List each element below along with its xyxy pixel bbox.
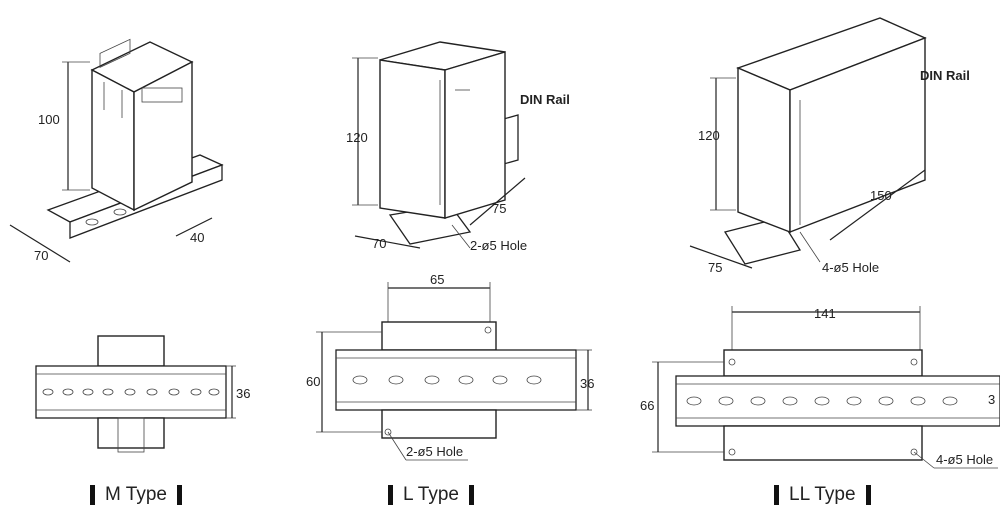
ll-width-label: 75 [708,260,722,275]
m-type-caption-text: M Type [105,484,167,505]
m-type-isometric [9,38,224,263]
l-width-label: 70 [372,236,386,251]
m-rail-width-label: 36 [236,386,250,401]
caption-bar-right [176,485,182,505]
ll-type-top-view [652,306,1000,469]
ll-hole-label: 4-ø5 Hole [822,260,879,275]
l-overall-label: 60 [306,374,320,389]
ll-type-caption: LL Type [774,482,871,508]
caption-bar-right [865,485,871,505]
l-hole-label: 2-ø5 Hole [470,238,527,253]
l-depth-label: 75 [492,201,506,216]
l-hole-bottom-label: 2-ø5 Hole [406,444,463,459]
caption-bar-left [774,485,779,505]
caption-bar-left [388,485,393,505]
ll-hole-bottom-label: 4-ø5 Hole [936,452,993,467]
caption-bar-right [469,485,474,505]
l-type-caption-text: L Type [403,484,459,505]
l-type-caption: L Type [388,482,474,508]
caption-bar-left [90,485,95,505]
l-top-width-label: 65 [430,272,444,287]
l-height-label: 120 [346,130,368,145]
ll-type-isometric [689,17,927,269]
ll-depth-label: 150 [870,188,892,203]
m-type-top-view [35,335,236,453]
l-rail-width-label: 36 [580,376,594,391]
m-depth-label: 40 [190,230,204,245]
l-din-rail-label: DIN Rail [520,92,570,107]
l-type-isometric [352,41,526,249]
ll-type-caption-text: LL Type [789,484,856,505]
m-type-caption: M Type [90,482,182,508]
ll-overall-label: 66 [640,398,654,413]
ll-rail-width-label: 3 [988,392,995,407]
ll-top-width-label: 141 [814,306,836,321]
l-type-top-view [316,282,592,461]
ll-height-label: 120 [698,128,720,143]
ll-din-rail-label: DIN Rail [920,68,970,83]
m-width-label: 70 [34,248,48,263]
m-height-label: 100 [38,112,60,127]
